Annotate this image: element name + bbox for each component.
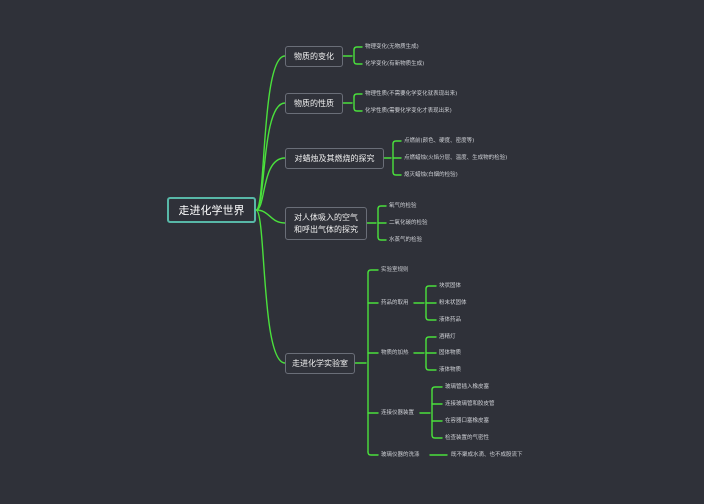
group-washing[interactable]: 玻璃仪器的洗涤: [381, 452, 420, 458]
leaf-vapor-test[interactable]: 水蒸气的检验: [389, 237, 423, 243]
connector-root-b3: [255, 209, 286, 224]
leaf-physical-property[interactable]: 物理性质(不需要化学变化就表现出来): [365, 91, 458, 97]
connector-root-b1: [255, 102, 286, 211]
leaf-chemical-property[interactable]: 化学性质(需要化学变化才表现出来): [365, 108, 452, 114]
connector-root-b4: [255, 209, 286, 364]
leaf-lump-solid[interactable]: 块状固体: [439, 283, 462, 289]
connector-g1-arm-0: [425, 285, 437, 290]
leaf-physical-change[interactable]: 物理变化(无物质生成): [365, 44, 419, 50]
connector-g1-arm-2: [425, 316, 437, 321]
connector-b0-arm-1: [353, 60, 363, 65]
connector-b3-arm-0: [377, 205, 387, 210]
leaf-washing-standard[interactable]: 既不聚成水滴、也不成股流下: [451, 452, 523, 458]
leaf-oxygen-test[interactable]: 氧气的检验: [389, 203, 417, 209]
branch-chem-lab[interactable]: 走进化学实验室: [285, 353, 355, 374]
leaf-alcohol-lamp[interactable]: 酒精灯: [439, 334, 456, 340]
connector-g3-arm-3: [431, 434, 443, 439]
connector-b3-arm-2: [377, 236, 387, 241]
connector-root-b0: [255, 55, 286, 211]
connector-g2-arm-2: [425, 366, 437, 371]
connector-b2-arm-0: [392, 140, 402, 145]
leaf-lighting-candle[interactable]: 点燃蜡烛(火焰分层、温度、生成物的检验): [404, 155, 508, 161]
group-heating[interactable]: 物质的加热: [381, 350, 409, 356]
group-reagent-use[interactable]: 药品的取用: [381, 300, 409, 306]
connector-b0-arm-0: [353, 46, 363, 51]
leaf-before-lighting[interactable]: 点燃前(颜色、硬度、密度等): [404, 138, 475, 144]
leaf-liquid-reagent[interactable]: 液体药品: [439, 317, 462, 323]
leaf-solid-heating[interactable]: 固体物质: [439, 350, 462, 356]
connector-b1-arm-1: [353, 107, 363, 112]
branch-matter-property[interactable]: 物质的性质: [285, 93, 343, 114]
branch-candle-inquiry[interactable]: 对蜡烛及其燃烧的探究: [285, 148, 384, 169]
leaf-co2-test[interactable]: 二氧化碳的检验: [389, 220, 428, 226]
leaf-airtightness-check[interactable]: 检查装置的气密性: [445, 435, 490, 441]
group-assembly[interactable]: 连接仪器装置: [381, 410, 415, 416]
group-lab-rules[interactable]: 实验室规则: [381, 267, 409, 273]
connector-g3-arm-0: [431, 386, 443, 391]
connector-b1-arm-0: [353, 93, 363, 98]
leaf-extinguish-candle[interactable]: 熄灭蜡烛(白烟的检验): [404, 172, 458, 178]
connector-b4-arm-4: [367, 451, 379, 456]
connector-g2-arm-0: [425, 336, 437, 341]
connector-b4-arm-0: [367, 269, 379, 274]
branch-matter-change[interactable]: 物质的变化: [285, 46, 343, 67]
leaf-glass-rubber-tube[interactable]: 连接玻璃管和胶皮管: [445, 401, 495, 407]
branch-breath-inquiry[interactable]: 对人体吸入的空气 和呼出气体的探究: [285, 207, 367, 240]
leaf-powder-solid[interactable]: 粉末状固体: [439, 300, 467, 306]
connector-root-b2: [255, 157, 286, 211]
leaf-liquid-heating[interactable]: 液体物质: [439, 367, 462, 373]
leaf-glass-into-stopper[interactable]: 玻璃管插入橡皮塞: [445, 384, 490, 390]
leaf-stopper-container[interactable]: 在容器口塞橡皮塞: [445, 418, 490, 424]
leaf-chemical-change[interactable]: 化学变化(有新物质生成): [365, 61, 425, 67]
connector-b2-arm-2: [392, 171, 402, 176]
root-topic[interactable]: 走进化学世界: [167, 197, 256, 223]
